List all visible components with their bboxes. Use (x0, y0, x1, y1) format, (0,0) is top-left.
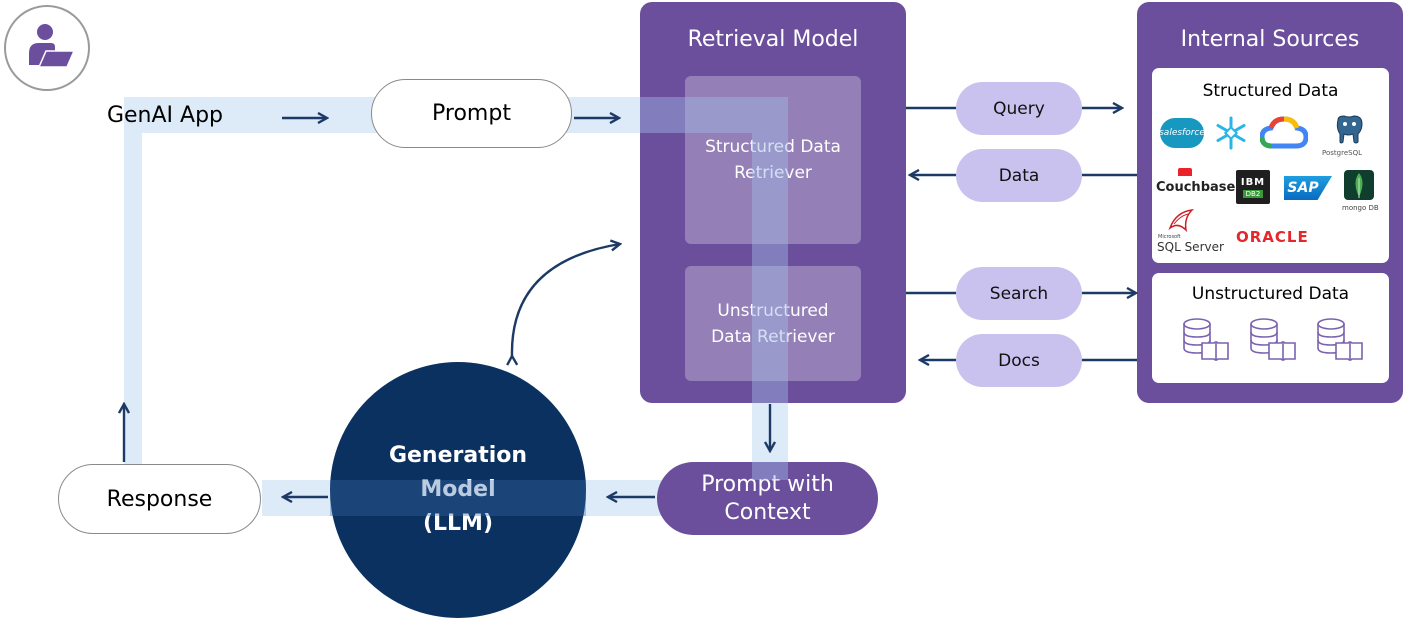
ibm-db2-logo: IBM DB2 (1236, 170, 1270, 204)
search-pill: Search (956, 267, 1082, 320)
docs-pill: Docs (956, 334, 1082, 387)
snowflake-icon (1216, 116, 1246, 150)
postgresql-logo-text: PostgreSQL (1322, 149, 1362, 157)
retrieval-model-title: Retrieval Model (687, 26, 859, 52)
sap-logo-text: SAP (1287, 180, 1319, 196)
ibm-logo-text: IBM (1240, 176, 1266, 188)
structured-retriever-line2: Retriever (734, 163, 812, 183)
retrieval-model-panel: Retrieval Model Structured Data Retrieve… (640, 2, 906, 403)
response-pill: Response (58, 464, 261, 534)
unstructured-data-box: Unstructured Data (1152, 273, 1389, 383)
sqlserver-icon (1168, 208, 1195, 233)
flow-band-over-context (752, 462, 788, 480)
flow-band-over-retrieval-down (752, 133, 788, 403)
sqlserver-small-text: Microsoft (1158, 234, 1181, 240)
sqlserver-logo-text: SQL Server (1157, 240, 1224, 254)
mongodb-logo-text: mongo DB (1342, 204, 1379, 212)
generation-model-line2: Model (420, 477, 496, 502)
unstructured-retriever-line2: Data Retriever (711, 326, 835, 347)
flow-band-over-circle (330, 480, 586, 516)
salesforce-logo: salesforce (1159, 118, 1205, 148)
flow-band-left (124, 133, 142, 465)
oracle-logo-text: ORACLE (1236, 228, 1309, 246)
prompt-pill: Prompt (371, 79, 572, 148)
structured-retriever-line1: Structured Data (705, 137, 841, 157)
structured-data-title: Structured Data (1202, 81, 1339, 101)
sap-logo: SAP (1284, 176, 1332, 200)
database-docs-icon (1317, 318, 1363, 361)
postgresql-icon (1336, 115, 1363, 144)
database-docs-icon (1183, 318, 1229, 361)
internal-sources-title: Internal Sources (1180, 26, 1360, 52)
unstructured-retriever-line1: Unstructured (717, 300, 829, 321)
generation-model-circle: Generation Model (LLM) (330, 362, 586, 618)
google-cloud-icon (1260, 116, 1308, 149)
unstructured-data-title: Unstructured Data (1191, 284, 1350, 304)
prompt-with-context-pill: Prompt with Context (657, 462, 878, 535)
internal-sources-panel: Internal Sources Structured Data salesfo… (1137, 2, 1403, 403)
mongodb-leaf-icon (1355, 173, 1363, 198)
generation-model-line1: Generation (388, 443, 528, 468)
search-label: Search (989, 283, 1049, 304)
couchbase-mark (1178, 168, 1192, 176)
user-avatar (4, 5, 90, 91)
unstructured-retriever-card: Unstructured Data Retriever (685, 266, 861, 381)
arrow-llm-retrieval-bidirectional (512, 244, 620, 356)
structured-data-box: Structured Data salesforce PostgreSQL (1152, 68, 1389, 263)
prompt-with-context-line2: Context (724, 499, 811, 525)
prompt-label: Prompt (432, 101, 511, 126)
data-label: Data (998, 165, 1040, 186)
genai-app-label: GenAI App (106, 102, 224, 128)
salesforce-logo-text: salesforce (1159, 128, 1205, 138)
data-pill: Data (956, 149, 1082, 202)
db2-logo-text: DB2 (1242, 189, 1264, 198)
mongodb-logo (1344, 170, 1374, 200)
query-label: Query (993, 98, 1045, 119)
generation-model-line3: (LLM) (422, 511, 494, 536)
prompt-with-context-line1: Prompt with (701, 471, 834, 497)
query-pill: Query (956, 82, 1082, 135)
couchbase-logo-text: Couchbase (1156, 180, 1236, 195)
docs-label: Docs (998, 350, 1040, 371)
user-laptop-icon (29, 24, 76, 68)
flow-band-over-retrieval (640, 97, 788, 133)
structured-retriever-card: Structured Data Retriever (685, 76, 861, 244)
response-label: Response (106, 486, 213, 512)
database-docs-icon (1250, 318, 1296, 361)
